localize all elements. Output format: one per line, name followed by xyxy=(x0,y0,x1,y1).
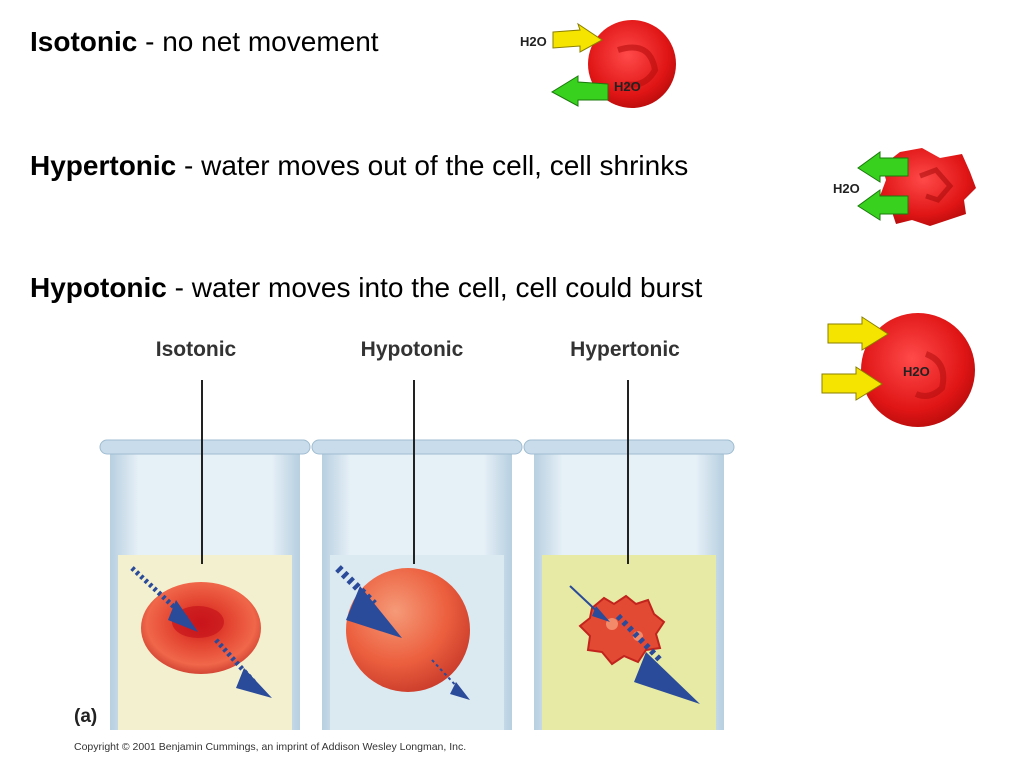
hypotonic-statement: Hypotonic - water moves into the cell, c… xyxy=(30,272,702,304)
copyright-notice: Copyright © 2001 Benjamin Cummings, an i… xyxy=(74,741,466,753)
hypertonic-statement: Hypertonic - water moves out of the cell… xyxy=(30,150,688,182)
water-in-arrow-icon-1 xyxy=(827,316,889,351)
isotonic-cell xyxy=(588,20,676,108)
hypotonic-beaker xyxy=(311,380,523,730)
hypertonic-description: - water moves out of the cell, cell shri… xyxy=(176,150,689,181)
beaker-label-hypertonic: Hypertonic xyxy=(570,338,680,361)
h2o-label-hypotonic: H2O xyxy=(903,364,930,379)
hypertonic-term: Hypertonic xyxy=(30,150,177,181)
hypotonic-description: - water moves into the cell, cell could … xyxy=(166,272,703,303)
isotonic-cell-shading xyxy=(617,44,659,88)
water-out-arrow-icon xyxy=(550,75,609,107)
water-in-arrow-icon-2 xyxy=(821,366,883,401)
isotonic-term: Isotonic xyxy=(30,26,138,57)
isotonic-description: - no net movement xyxy=(137,26,379,57)
flow-arrowhead-in xyxy=(168,600,198,632)
h2o-label-hypertonic: H2O xyxy=(833,181,860,196)
hypotonic-cell-illustration: H2O xyxy=(821,313,975,427)
beaker-label-isotonic: Isotonic xyxy=(156,338,237,361)
hypertonic-cell-illustration: H2O xyxy=(833,148,976,226)
water-out-arrow-icon-1 xyxy=(857,151,909,183)
water-in-arrow-icon xyxy=(552,22,603,53)
flow-arrowhead-out xyxy=(450,682,470,700)
beaker-figure: Isotonic Hypotonic Hypertonic xyxy=(74,338,735,753)
flow-arrow-out xyxy=(431,659,461,691)
hypotonic-red-blood-cell xyxy=(346,568,470,692)
h2o-label-outside: H2O xyxy=(520,34,547,49)
isotonic-statement: Isotonic - no net movement xyxy=(30,26,379,58)
beaker-rim xyxy=(99,439,311,455)
beaker-rim xyxy=(311,439,523,455)
hypertonic-beaker xyxy=(523,380,735,730)
shrunken-cell-shading xyxy=(919,167,954,203)
isotonic-cell-illustration: H2O H2O xyxy=(520,20,676,108)
isotonic-beaker xyxy=(99,380,311,730)
flow-arrow-out xyxy=(615,613,665,665)
swollen-cell xyxy=(861,313,975,427)
flow-arrowhead-in xyxy=(346,586,402,638)
swollen-cell-shading xyxy=(914,351,947,399)
beaker-label-hypotonic: Hypotonic xyxy=(361,338,464,361)
flow-arrowhead-in xyxy=(592,606,610,622)
flow-arrowhead-out xyxy=(634,652,700,704)
panel-label: (a) xyxy=(74,706,97,727)
h2o-label-inside: H2O xyxy=(614,79,641,94)
hypotonic-term: Hypotonic xyxy=(30,272,167,303)
water-out-arrow-icon-2 xyxy=(857,189,909,221)
flow-arrowhead-out xyxy=(236,668,272,698)
